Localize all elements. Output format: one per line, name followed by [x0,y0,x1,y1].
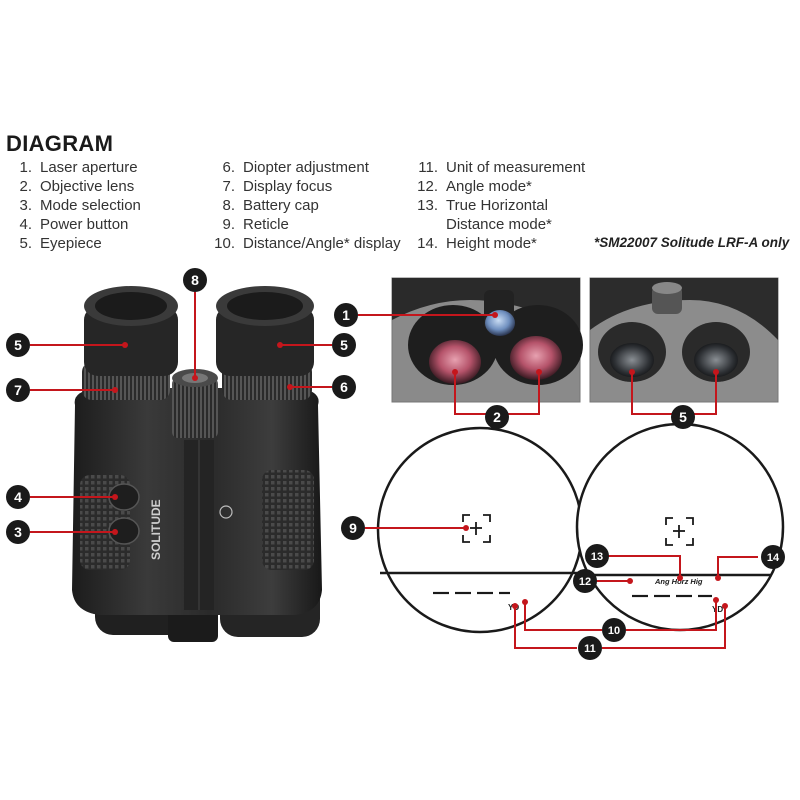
brand-text: SOLITUDE [149,499,163,560]
legend-column-3: 11.Unit of measurement 12.Angle mode* 13… [407,158,585,253]
legend-item: 12.Angle mode* [417,178,532,195]
callout-5-photo: 5 [671,405,695,429]
right-unit-label: YD [712,605,723,614]
legend-item: Distance mode* [446,216,552,233]
callout-5-left: 5 [6,333,30,357]
svg-text:3: 3 [14,524,22,540]
callout-12: 12 [573,569,597,593]
legend-item: 3.Mode selection [19,197,141,214]
mode-indicator-text: Ang Horz Hig [654,577,703,586]
legend-column-1: 1.Laser aperture 2.Objective lens 3.Mode… [8,158,141,253]
legend-item: 6.Diopter adjustment [222,159,369,176]
left-objective-lens [429,340,481,384]
svg-text:14: 14 [767,552,780,564]
eyepiece-photo [589,277,779,403]
photo-right-eyepiece-glass [694,343,738,377]
callout-10: 10 [602,618,626,642]
legend-item: 10.Distance/Angle* display [214,235,401,252]
objective-lens-photo [391,277,583,403]
binocular-image: SOLITUDE [72,286,322,642]
callout-8: 8 [183,268,207,292]
laser-aperture-lens [485,310,515,336]
svg-text:4: 4 [14,489,22,505]
reticle-view-right: Ang Horz Hig YD [575,422,785,632]
photo-left-eyepiece-glass [610,343,654,377]
svg-text:7: 7 [14,382,22,398]
right-grip-texture [262,470,314,570]
callout-badges: 5 5 7 6 8 4 3 1 2 5 9 13 14 12 10 11 [6,268,785,660]
callout-6: 6 [332,375,356,399]
svg-text:9: 9 [349,520,357,536]
right-reticle-icon [665,517,694,546]
reticle-view-left: YD [376,426,584,634]
callout-9: 9 [341,516,365,540]
legend-item: 11.Unit of measurement [418,159,586,176]
right-view-circle [575,422,785,632]
svg-text:8: 8 [191,272,199,288]
legend-item: 8.Battery cap [222,197,319,214]
callout-4: 4 [6,485,30,509]
legend-item: 5.Eyepiece [19,235,102,252]
callout-14: 14 [761,545,785,569]
svg-text:5: 5 [14,337,22,353]
legend-item: 4.Power button [19,216,129,233]
svg-text:1: 1 [342,307,350,323]
callout-3: 3 [6,520,30,544]
leader-lines [30,292,758,649]
callout-2: 2 [485,405,509,429]
right-eyepiece [216,306,314,376]
legend-item: 1.Laser aperture [19,159,138,176]
callout-11: 11 [578,636,602,660]
legend-item: 13.True Horizontal [417,197,548,214]
callout-13: 13 [585,544,609,568]
legend-item: 2.Objective lens [19,178,135,195]
left-view-circle [376,426,584,634]
svg-text:2: 2 [493,409,501,425]
diagram-title: DIAGRAM [6,131,114,156]
svg-text:6: 6 [340,379,348,395]
callout-5-right: 5 [332,333,356,357]
left-reticle-icon [462,514,491,543]
callout-7: 7 [6,378,30,402]
right-objective-lens [510,336,562,380]
model-note: *SM22007 Solitude LRF-A only [594,235,790,250]
legend-column-2: 6.Diopter adjustment 7.Display focus 8.B… [204,158,401,253]
svg-text:5: 5 [679,409,687,425]
brand-logo-icon [219,505,233,519]
legend-item: 7.Display focus [222,178,333,195]
svg-text:10: 10 [608,625,620,637]
svg-text:13: 13 [591,551,603,563]
svg-text:11: 11 [584,643,596,655]
svg-text:5: 5 [340,337,348,353]
battery-cap-knob [172,378,218,438]
legend-item: 9.Reticle [222,216,289,233]
callout-1: 1 [334,303,358,327]
leader-endpoints [112,312,728,609]
legend-item: 14.Height mode* [417,235,537,252]
left-eyepiece [84,306,178,376]
svg-text:12: 12 [579,576,591,588]
